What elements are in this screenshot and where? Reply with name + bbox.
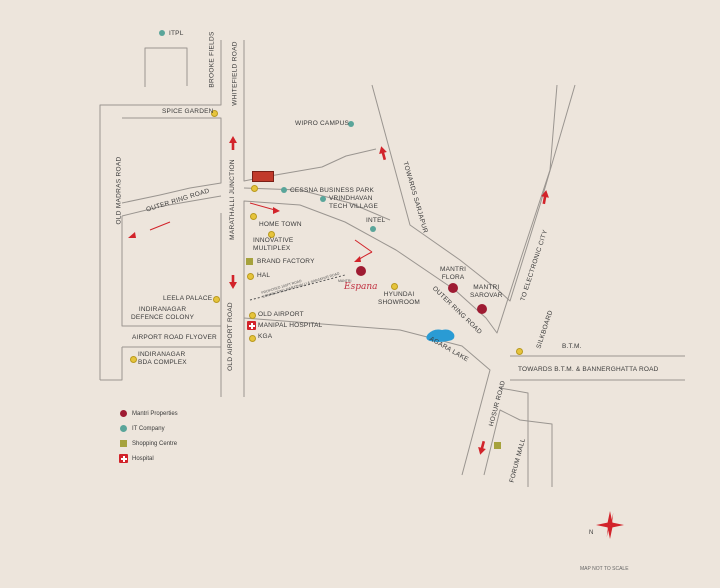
- whitefield-road-left: [99, 40, 222, 380]
- sarjapur-road: [371, 84, 576, 302]
- place-label-indiranagar-defence: INDIRANAGAR DEFENCE COLONY: [131, 306, 195, 321]
- landmark-marker-leela: [213, 296, 220, 303]
- road-label-towards-btm: TOWARDS B.T.M. & BANNERGHATTA ROAD: [518, 366, 659, 373]
- small-arrow-home-town: [249, 202, 276, 211]
- old-madras-road-inner: [121, 117, 222, 204]
- forum-road: [499, 387, 529, 487]
- place-label-kga: KGA: [258, 333, 273, 340]
- legend-it-icon: [120, 425, 127, 432]
- espana-brand-sub: MANTRI: [338, 279, 352, 283]
- map-scale-note: MAP NOT TO SCALE: [580, 566, 629, 572]
- small-arrowhead-home-town: [273, 207, 280, 214]
- place-label-hal: HAL: [257, 272, 271, 279]
- mantri-marker-espana: [356, 266, 366, 276]
- agara-lake-water: [426, 329, 455, 342]
- whitefield-road-inner: [243, 40, 377, 182]
- it-marker-cessna: [281, 187, 287, 193]
- legend-mantri-icon: [120, 410, 127, 417]
- legend-hospital-label: Hospital: [132, 456, 154, 462]
- hosur-road-right: [483, 409, 553, 487]
- place-label-manipal: MANIPAL HOSPITAL: [258, 322, 323, 329]
- road-label-old-madras: OLD MADRAS ROAD: [115, 156, 123, 225]
- road-label-brooke-fields: BROOKE FIELDS: [208, 31, 216, 88]
- pointer-arrowhead: [354, 256, 361, 262]
- compass-north-label: N: [589, 530, 594, 536]
- proposed-road-line: [249, 274, 346, 301]
- it-marker-intel: [370, 226, 376, 232]
- it-marker-itpl: [159, 30, 165, 36]
- mantri-marker-flora: [448, 283, 458, 293]
- arrow-north-sarjapur: [377, 145, 389, 161]
- espana-brand-logo: Espana: [344, 282, 378, 292]
- it-marker-wipro: [348, 121, 354, 127]
- small-arrowhead-ring-west: [128, 232, 136, 238]
- place-label-home-town: HOME TOWN: [259, 221, 302, 228]
- place-label-intel: INTEL: [366, 217, 386, 224]
- place-label-brand-factory: BRAND FACTORY: [257, 258, 315, 265]
- small-arrow-intel: [354, 239, 373, 253]
- landmark-marker-hyundai: [391, 283, 398, 290]
- shopping-marker-brand-factory: [246, 258, 253, 265]
- road-label-btm: B.T.M.: [562, 343, 582, 350]
- landmark-marker-junction: [251, 185, 258, 192]
- place-label-indiranagar-bda: INDIRANAGAR BDA COMPLEX: [138, 351, 187, 366]
- hospital-marker-manipal: [247, 321, 256, 330]
- landmark-marker-indiranagar-bda: [130, 356, 137, 363]
- place-label-cessna: CESSNA BUSINESS PARK: [290, 187, 375, 194]
- place-label-itpl: ITPL: [169, 30, 184, 37]
- road-label-airport-flyover: AIRPORT ROAD FLYOVER: [132, 334, 217, 341]
- place-label-leela: LEELA PALACE: [163, 295, 213, 302]
- outer-ring-road-west: [121, 195, 222, 217]
- brooke-fields-road: [144, 47, 188, 87]
- legend-mantri-label: Mantri Properties: [132, 411, 178, 417]
- place-label-old-airport: OLD AIRPORT: [258, 311, 304, 318]
- landmark-marker-hal: [247, 273, 254, 280]
- landmark-marker-silkboard: [516, 348, 523, 355]
- place-label-hyundai: HYUNDAI SHOWROOM: [378, 291, 421, 306]
- shopping-marker-forum: [494, 442, 501, 449]
- arrow-north-marathalli: [229, 136, 237, 150]
- signboard-icon: [252, 171, 274, 182]
- westside-block: [121, 216, 221, 327]
- bottom-left-block: [100, 347, 123, 381]
- arrow-south-hosur: [476, 440, 488, 456]
- place-label-mantri-sarovar: MANTRI SAROVAR: [470, 284, 503, 299]
- road-label-old-airport-road: OLD AIRPORT ROAD: [226, 302, 234, 371]
- road-label-whitefield: WHITEFIELD ROAD: [231, 41, 239, 106]
- small-arrow-ring-west: [149, 221, 171, 231]
- place-label-vrindhavan: VRINDHAVAN TECH VILLAGE: [329, 195, 378, 210]
- mantri-marker-sarovar: [477, 304, 487, 314]
- landmark-marker-innovative: [268, 231, 275, 238]
- hosur-road-left: [243, 317, 491, 476]
- landmark-marker-home-town: [250, 213, 257, 220]
- place-label-mantri-flora: MANTRI FLORA: [440, 266, 467, 281]
- legend-shopping-icon: [120, 440, 127, 447]
- legend-it-label: IT Company: [132, 426, 165, 432]
- compass-rose: [596, 511, 624, 539]
- place-label-wipro: WIPRO CAMPUS: [295, 120, 350, 127]
- landmark-marker-kga: [249, 335, 256, 342]
- landmark-marker-old-airport: [249, 312, 256, 319]
- place-label-innovative: INNOVATIVE MULTIPLEX: [253, 237, 294, 252]
- road-label-marathalli-junction: MARATHALLI JUNCTION: [228, 159, 236, 240]
- place-label-spice-garden: SPICE GARDEN: [162, 108, 214, 115]
- legend-shopping-label: Shopping Centre: [132, 441, 178, 447]
- legend-hospital-icon: [119, 454, 128, 463]
- landmark-marker-spice-garden: [211, 110, 218, 117]
- it-marker-vrindhavan: [320, 196, 326, 202]
- arrow-south-old-airport: [229, 275, 237, 289]
